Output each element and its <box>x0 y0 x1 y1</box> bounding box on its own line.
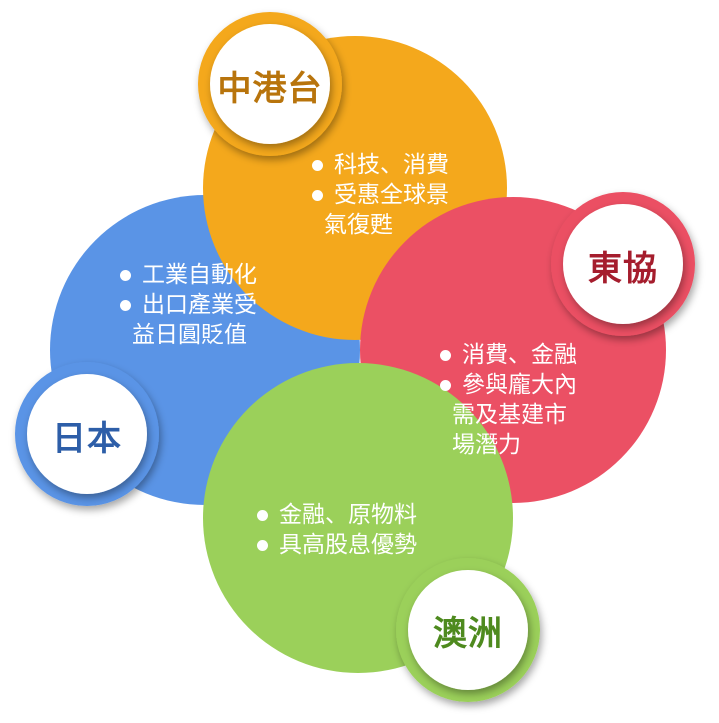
bullet-line: 科技、消費 <box>310 150 449 180</box>
bullet-line: 工業自動化 <box>118 260 257 290</box>
bullet-line: 益日圓貶值 <box>132 322 247 348</box>
bullet-line: 金融、原物料 <box>255 500 417 530</box>
japan-bullets: 工業自動化出口產業受益日圓貶值 <box>118 260 257 350</box>
australia-bullets: 金融、原物料具高股息優勢 <box>255 500 417 560</box>
bullet-line: 出口產業受 <box>118 290 257 320</box>
hk-china-taiwan-bullets: 科技、消費受惠全球景氣復甦 <box>310 150 449 240</box>
australia-label: 澳洲 <box>433 614 503 654</box>
asean-badge <box>563 204 683 324</box>
bullet-line: 具高股息優勢 <box>255 530 417 560</box>
asean-bullets: 消費、金融參與龐大內需及基建市場潛力 <box>438 340 577 460</box>
bullet-line: 受惠全球景 <box>310 180 449 210</box>
japan-badge <box>27 374 147 494</box>
australia-badge <box>408 570 528 690</box>
bullet-line: 場潛力 <box>452 432 521 458</box>
japan-label: 日本 <box>52 419 122 459</box>
hk-china-taiwan-badge <box>210 24 330 144</box>
asean-label: 東協 <box>588 249 658 289</box>
hk-china-taiwan-label: 中港台 <box>217 69 323 109</box>
bullet-line: 需及基建市 <box>452 402 567 428</box>
bullet-line: 消費、金融 <box>438 340 577 370</box>
bullet-line: 氣復甦 <box>324 212 393 238</box>
bullet-line: 參與龐大內 <box>438 370 577 400</box>
